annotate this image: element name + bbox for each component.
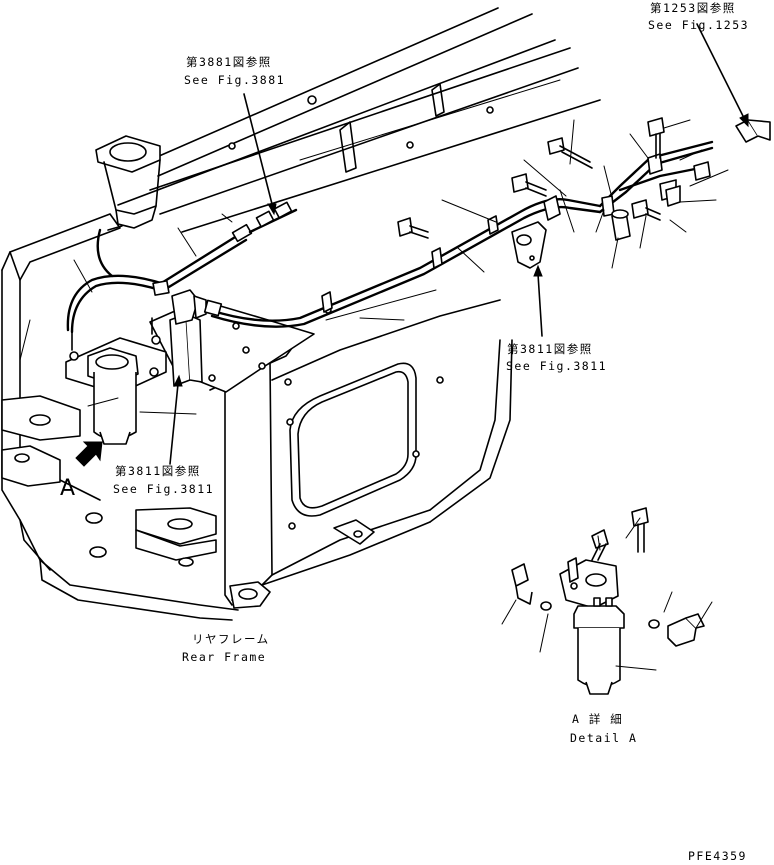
- rear-frame-body: [1, 213, 513, 621]
- ref-3811-left-jp-label: 第3811図参照: [115, 464, 201, 478]
- ref-3811-right-en-label: See Fig.3811: [506, 359, 608, 373]
- ref-3811-left-en-label: See Fig.3811: [113, 482, 215, 496]
- bracket-3811-right: [511, 221, 547, 269]
- ref-1253-jp-label: 第1253図参照: [650, 1, 736, 15]
- frame-rails: [117, 7, 601, 233]
- ref-3811-right-jp-label: 第3811図参照: [507, 342, 593, 356]
- reference-arrows: [75, 23, 749, 467]
- detail-a-en-label: Detail A: [570, 731, 638, 745]
- frame-brackets: [1, 395, 375, 609]
- leader-lines: [73, 119, 729, 415]
- ref-1253-en-label: See Fig.1253: [648, 18, 750, 32]
- drawing-code-label: PFE4359: [688, 849, 747, 863]
- filler-neck: [95, 135, 161, 229]
- hose-clamps: [321, 153, 677, 313]
- view-a-letter: A: [60, 476, 76, 501]
- rear-frame-en-label: Rear Frame: [182, 650, 267, 664]
- view-a-arrow: [75, 441, 103, 467]
- fuel-filter-assembly: [65, 317, 167, 445]
- rear-frame-jp-label: リヤフレーム: [192, 632, 270, 646]
- ref-3881-jp-label: 第3881図参照: [186, 55, 272, 69]
- mounting-plate: [149, 289, 315, 393]
- bolts-upper-right: [397, 117, 771, 241]
- ref-3881-en-label: See Fig.3881: [184, 73, 286, 87]
- detail-a-jp-label: A 詳 細: [572, 712, 624, 726]
- detail-a-view: [501, 507, 713, 695]
